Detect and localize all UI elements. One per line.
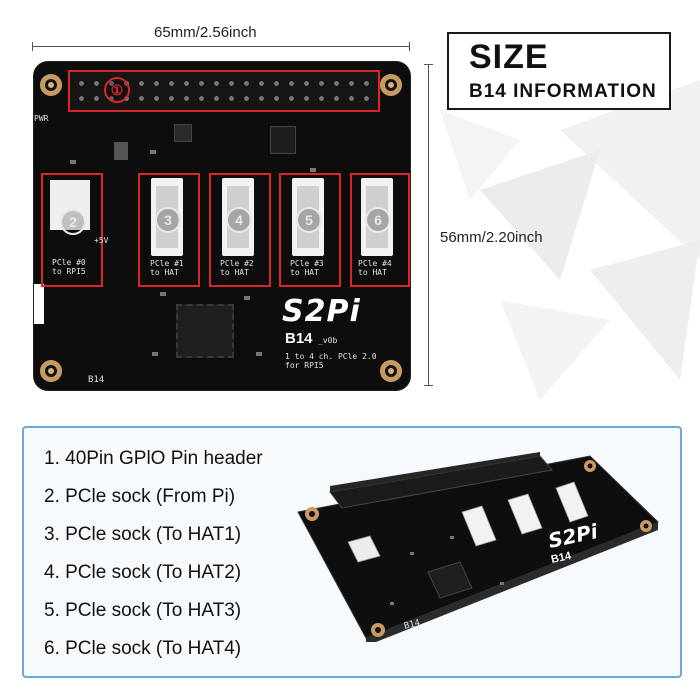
callout-box-5: [279, 173, 341, 287]
s2pi-logo: S2Pi: [282, 294, 361, 329]
pcie-switch-chip: [176, 304, 234, 358]
title-box: SIZE B14 INFORMATION: [447, 32, 671, 110]
inductor: [114, 142, 128, 160]
callout-5: 5: [296, 207, 322, 233]
resistor: [256, 352, 262, 356]
callout-box-4: [209, 173, 271, 287]
callout-1: ①: [104, 77, 130, 103]
list-item: 3. PCle sock (To HAT1): [44, 524, 242, 545]
resistor: [150, 150, 156, 154]
list-item: 1. 40Pin GPlO Pin header: [44, 448, 263, 469]
list-item: 2. PCle sock (From Pi): [44, 486, 236, 507]
board-model: B14: [285, 330, 313, 347]
mounting-hole: [380, 360, 402, 382]
callout-4: 4: [226, 207, 252, 233]
title-size: SIZE: [469, 38, 549, 76]
callout-3: 3: [155, 207, 181, 233]
width-dimension-line: [32, 42, 410, 51]
pcie0-label: PCle #0 to RPI5: [52, 258, 86, 276]
corner-label: B14: [88, 375, 105, 385]
board-desc-line1: 1 to 4 ch. PCle 2.0: [285, 352, 377, 361]
feature-list: 1. 40Pin GPlO Pin header 2. PCle sock (F…: [44, 440, 263, 668]
height-dimension-label: 56mm/2.20inch: [440, 229, 543, 246]
list-item: 5. PCle sock (To HAT3): [44, 600, 242, 621]
pcb-board-angled-view: [297, 452, 659, 642]
pcie3-label: PCle #3 to HAT: [290, 259, 324, 277]
pwr-label: PWR: [34, 114, 49, 123]
mounting-hole: [40, 74, 62, 96]
callout-6: 6: [365, 207, 391, 233]
resistor: [152, 352, 158, 356]
mounting-hole: [380, 74, 402, 96]
callout-box-6: [350, 173, 410, 287]
board-version: _v0b: [318, 336, 338, 345]
height-dimension-line: [424, 64, 433, 386]
resistor: [310, 168, 316, 172]
pcie1-label: PCle #1 to HAT: [150, 259, 184, 277]
list-item: 6. PCle sock (To HAT4): [44, 638, 242, 659]
resistor: [244, 296, 250, 300]
width-dimension-label: 65mm/2.56inch: [154, 24, 257, 41]
callout-box-3: [138, 173, 200, 287]
board-notch: [34, 284, 44, 324]
mounting-hole: [40, 360, 62, 382]
board-desc-line2: for RPI5: [285, 361, 324, 370]
pcie4-label: PCle #4 to HAT: [358, 259, 392, 277]
resistor: [70, 160, 76, 164]
regulator-chip: [174, 124, 192, 142]
pcie2-label: PCle #2 to HAT: [220, 259, 254, 277]
plus5v-label: +5V: [94, 236, 109, 245]
callout-box-2: [41, 173, 103, 287]
resistor: [160, 292, 166, 296]
callout-2: 2: [60, 209, 86, 235]
ic-chip: [270, 126, 296, 154]
title-information: B14 INFORMATION: [469, 81, 657, 102]
list-item: 4. PCle sock (To HAT2): [44, 562, 242, 583]
